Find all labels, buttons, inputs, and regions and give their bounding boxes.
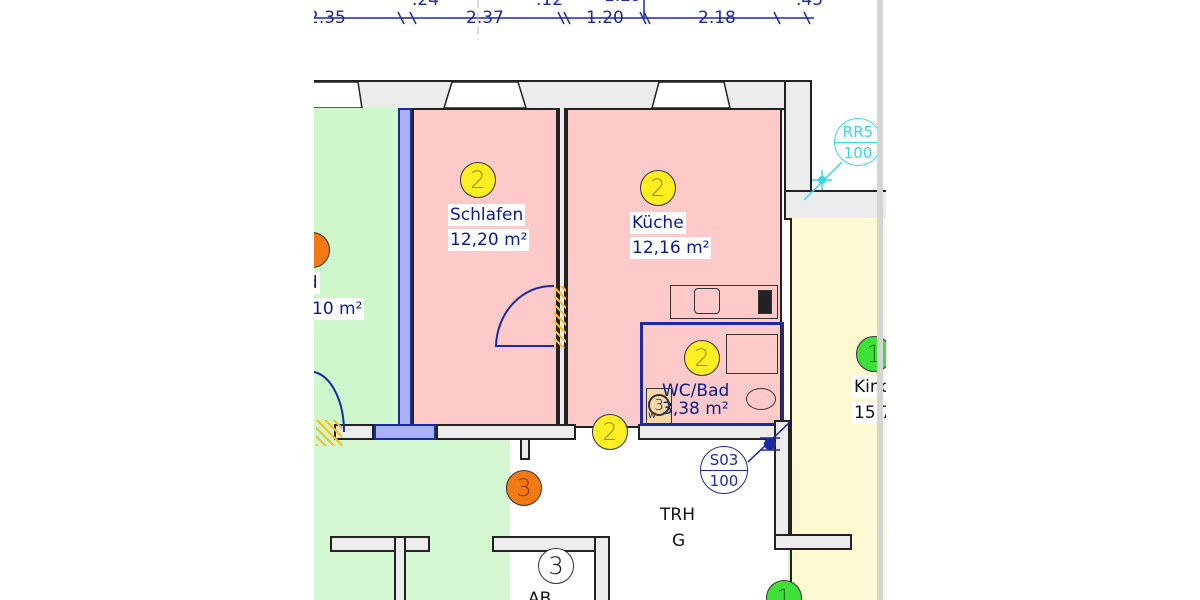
room-name: AB [526,588,554,600]
exterior-wall [784,80,812,194]
room-badge[interactable]: 2 [640,170,676,206]
room-area: 12,20 m² [448,229,530,251]
sink-icon [694,288,720,314]
tag-top: S03 [701,450,747,471]
shower-icon [726,334,778,374]
room-area: 3,38 m² [662,399,729,419]
room-kueche[interactable] [566,108,782,428]
room-badge[interactable]: 3 [538,548,574,584]
dimension-value: .24 [412,0,440,10]
interior-wall [558,108,566,438]
dimension-value: 1.29 [604,0,642,6]
room-badge[interactable]: 2 [684,340,720,376]
tag-bottom: 100 [709,471,739,490]
dimension-value: 2.18 [698,8,736,28]
sub-badge[interactable]: 3 [648,394,670,416]
interior-wall [330,536,430,552]
interior-wall [594,536,610,600]
tag-top: RR5 [835,122,881,143]
room-area: 10 m² [314,298,365,320]
corridor-badge[interactable]: 3 [506,470,542,506]
stove-icon [758,290,772,314]
dimension-line [314,0,814,40]
floor-plan: 2.35 2.37 1.20 2.18 .24 .12 1.29 .45 w [314,0,886,600]
room-badge[interactable]: 2 [460,162,496,198]
room-area: 12,16 m² [630,237,712,259]
room-name: WC/Bad [662,381,730,401]
tag-s03[interactable]: S03 100 [700,446,748,494]
room-bad[interactable] [314,108,398,438]
interior-wall [774,534,852,550]
wall-stub [520,438,530,460]
dimension-value: 2.37 [466,8,504,28]
tag-bottom: 100 [843,143,873,162]
interior-wall [436,424,576,440]
rr5-pointer-icon [803,161,843,201]
toilet-icon [746,388,776,410]
interior-wall [394,536,406,600]
room-name: Schlafen [448,204,526,226]
dimension-value: 1.20 [586,8,624,28]
door-hatch [554,286,566,348]
dimension-value: .45 [796,0,824,10]
corridor-badge[interactable]: 2 [592,414,628,450]
vertical-guide-bar [877,0,883,600]
s03-pointer-icon [747,421,791,463]
kitchen-counter [670,285,778,319]
room-schlafen[interactable] [412,108,558,428]
door-marker: w [648,410,657,421]
room-wc-bad[interactable] [640,322,784,426]
tag-rr5[interactable]: RR5 100 [834,118,882,166]
room-name: Küche [630,212,686,234]
dimension-value: 2.35 [314,8,346,28]
corridor[interactable] [510,438,674,600]
blue-wall-base [374,424,436,440]
room-name: TRH [660,505,695,525]
room-name: ıd [314,272,320,294]
door-hatch [316,420,342,446]
room-sub: G [672,531,686,551]
doors [314,284,555,433]
dimension-value: .12 [536,0,564,10]
